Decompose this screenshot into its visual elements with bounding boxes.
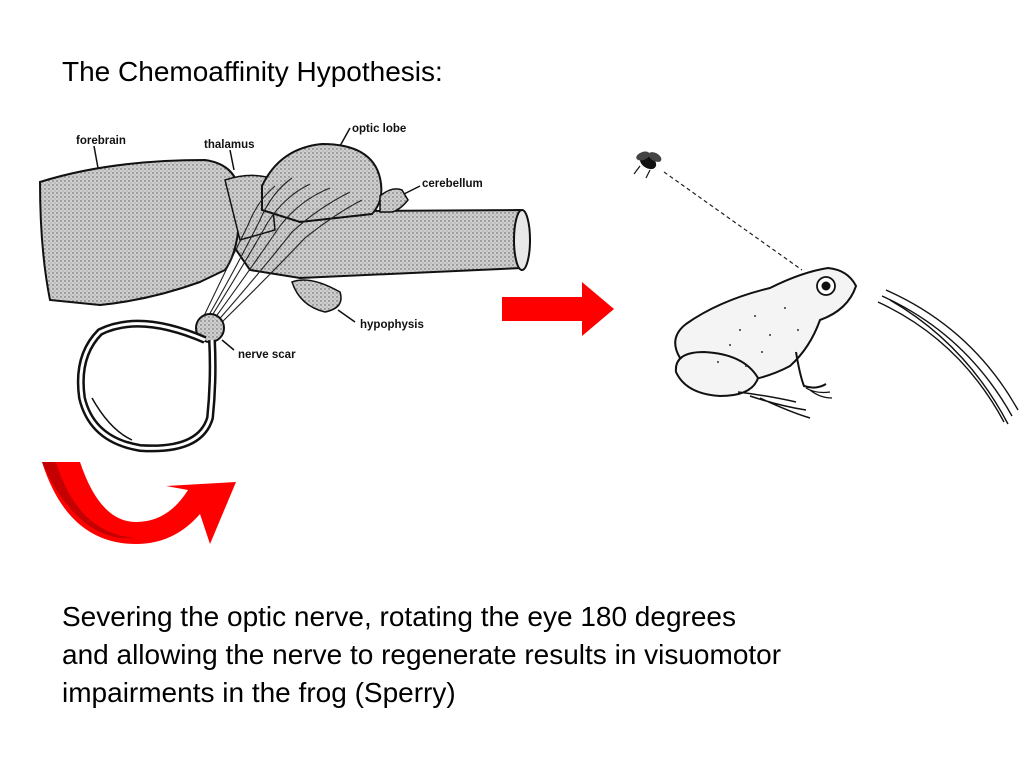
slide-title: The Chemoaffinity Hypothesis: [62, 56, 443, 87]
frog-scene [633, 151, 1019, 425]
label-thalamus: thalamus [204, 139, 255, 151]
hypophysis-shape [291, 279, 342, 313]
label-nerve-scar: nerve scar [238, 349, 296, 361]
spinal-cord-end [513, 209, 531, 271]
label-cerebellum: cerebellum [422, 178, 483, 190]
forebrain-shape [38, 158, 242, 307]
sight-line [663, 171, 803, 271]
caption-line: impairments in the frog (Sperry) [62, 677, 456, 708]
label-hypophysis: hypophysis [360, 319, 424, 331]
frog-drawing [674, 266, 858, 419]
optic-lobe-shape [261, 142, 383, 224]
label-optic-lobe: optic lobe [352, 123, 406, 135]
fly-icon [633, 151, 662, 179]
striped-curve [877, 289, 1019, 425]
optic-nerve-fibers [201, 177, 363, 327]
caption-line: and allowing the nerve to regenerate res… [62, 639, 782, 670]
cerebellum-shape [379, 188, 409, 213]
brain-diagram: forebrain thalamus optic lobe cerebellum… [38, 123, 531, 453]
caption-line: Severing the optic nerve, rotating the e… [62, 601, 736, 632]
right-arrow-icon [502, 282, 614, 336]
slide-caption: Severing the optic nerve, rotating the e… [62, 598, 1002, 712]
label-forebrain: forebrain [76, 135, 126, 147]
rotate-arrow-icon [42, 462, 236, 544]
